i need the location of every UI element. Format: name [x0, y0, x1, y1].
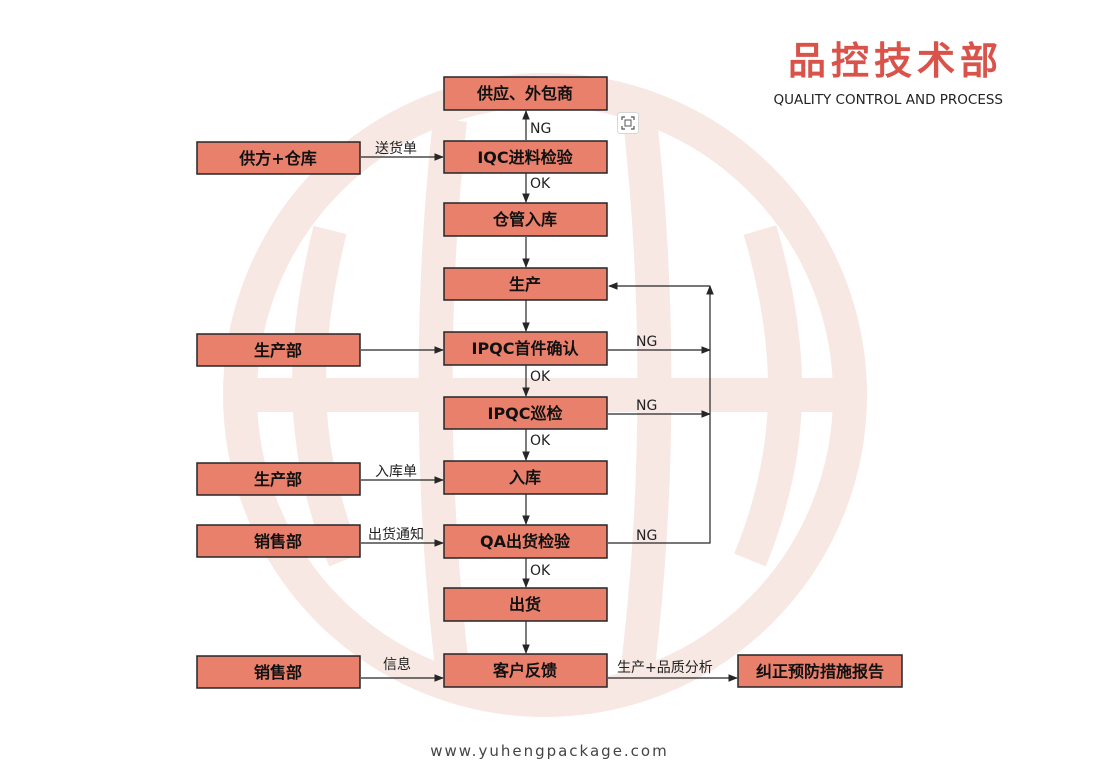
node-stock-in: 入库: [443, 460, 608, 495]
node-qa-outgoing: QA出货检验: [443, 524, 608, 559]
node-label: IPQC首件确认: [471, 339, 579, 358]
node-corrective-report: 纠正预防措施报告: [737, 654, 903, 688]
edge-labels: NG OK 送货单 NG OK NG OK 入库单 出货通知 NG OK 信息 …: [368, 121, 713, 676]
label-ipqc-first-ng: NG: [636, 334, 657, 350]
label-ipqc-patrol-ng: NG: [636, 398, 657, 414]
node-warehousing-in: 仓管入库: [443, 202, 608, 237]
node-label: 供方+仓库: [238, 149, 316, 168]
brand-title: 品控技术部: [787, 39, 1003, 83]
node-label: IPQC巡检: [487, 404, 562, 423]
label-ipqc-first-ok: OK: [530, 369, 551, 385]
edge-qa-ng-feedback: [608, 285, 714, 544]
node-shipment: 出货: [443, 587, 608, 622]
label-qa-ng: NG: [636, 528, 657, 544]
node-label: 客户反馈: [493, 661, 557, 680]
connectors: [361, 110, 738, 682]
node-label: 生产部: [254, 341, 302, 360]
node-production-dept-2: 生产部: [196, 462, 361, 496]
node-sales-dept-1: 销售部: [196, 524, 361, 558]
node-label: 出货: [509, 595, 541, 614]
node-ipqc-patrol: IPQC巡检: [443, 396, 608, 430]
node-label: QA出货检验: [480, 532, 571, 551]
label-analysis: 生产+品质分析: [617, 660, 713, 676]
label-qa-ok: OK: [530, 563, 551, 579]
label-delivery-note: 送货单: [375, 140, 417, 157]
node-supplier-warehouse: 供方+仓库: [196, 141, 361, 175]
node-production: 生产: [443, 267, 608, 301]
node-iqc: IQC进料检验: [443, 140, 608, 174]
node-label: 生产部: [254, 470, 302, 489]
node-customer-feedback: 客户反馈: [443, 653, 608, 688]
node-sales-dept-2: 销售部: [196, 655, 361, 689]
label-ipqc-patrol-ok: OK: [530, 433, 551, 449]
node-production-dept-1: 生产部: [196, 333, 361, 367]
brand-subtitle: QUALITY CONTROL AND PROCESS: [773, 92, 1003, 108]
node-label: IQC进料检验: [477, 148, 573, 167]
footer-url: www.yuhengpackage.com: [430, 742, 669, 760]
fit-to-screen-icon[interactable]: [617, 112, 639, 134]
node-label: 纠正预防措施报告: [756, 662, 884, 681]
label-information: 信息: [383, 656, 411, 673]
label-shipping-notice: 出货通知: [368, 526, 424, 543]
node-label: 供应、外包商: [476, 84, 573, 103]
node-label: 仓管入库: [492, 210, 557, 229]
node-label: 入库: [509, 468, 541, 487]
node-supplier: 供应、外包商: [443, 76, 608, 111]
node-label: 销售部: [254, 663, 302, 682]
label-stock-in-note: 入库单: [375, 464, 417, 480]
label-iqc-ok: OK: [530, 176, 551, 192]
node-ipqc-first: IPQC首件确认: [443, 331, 608, 366]
node-label: 生产: [509, 275, 541, 294]
node-label: 销售部: [254, 532, 302, 551]
label-iqc-ng: NG: [530, 121, 551, 137]
